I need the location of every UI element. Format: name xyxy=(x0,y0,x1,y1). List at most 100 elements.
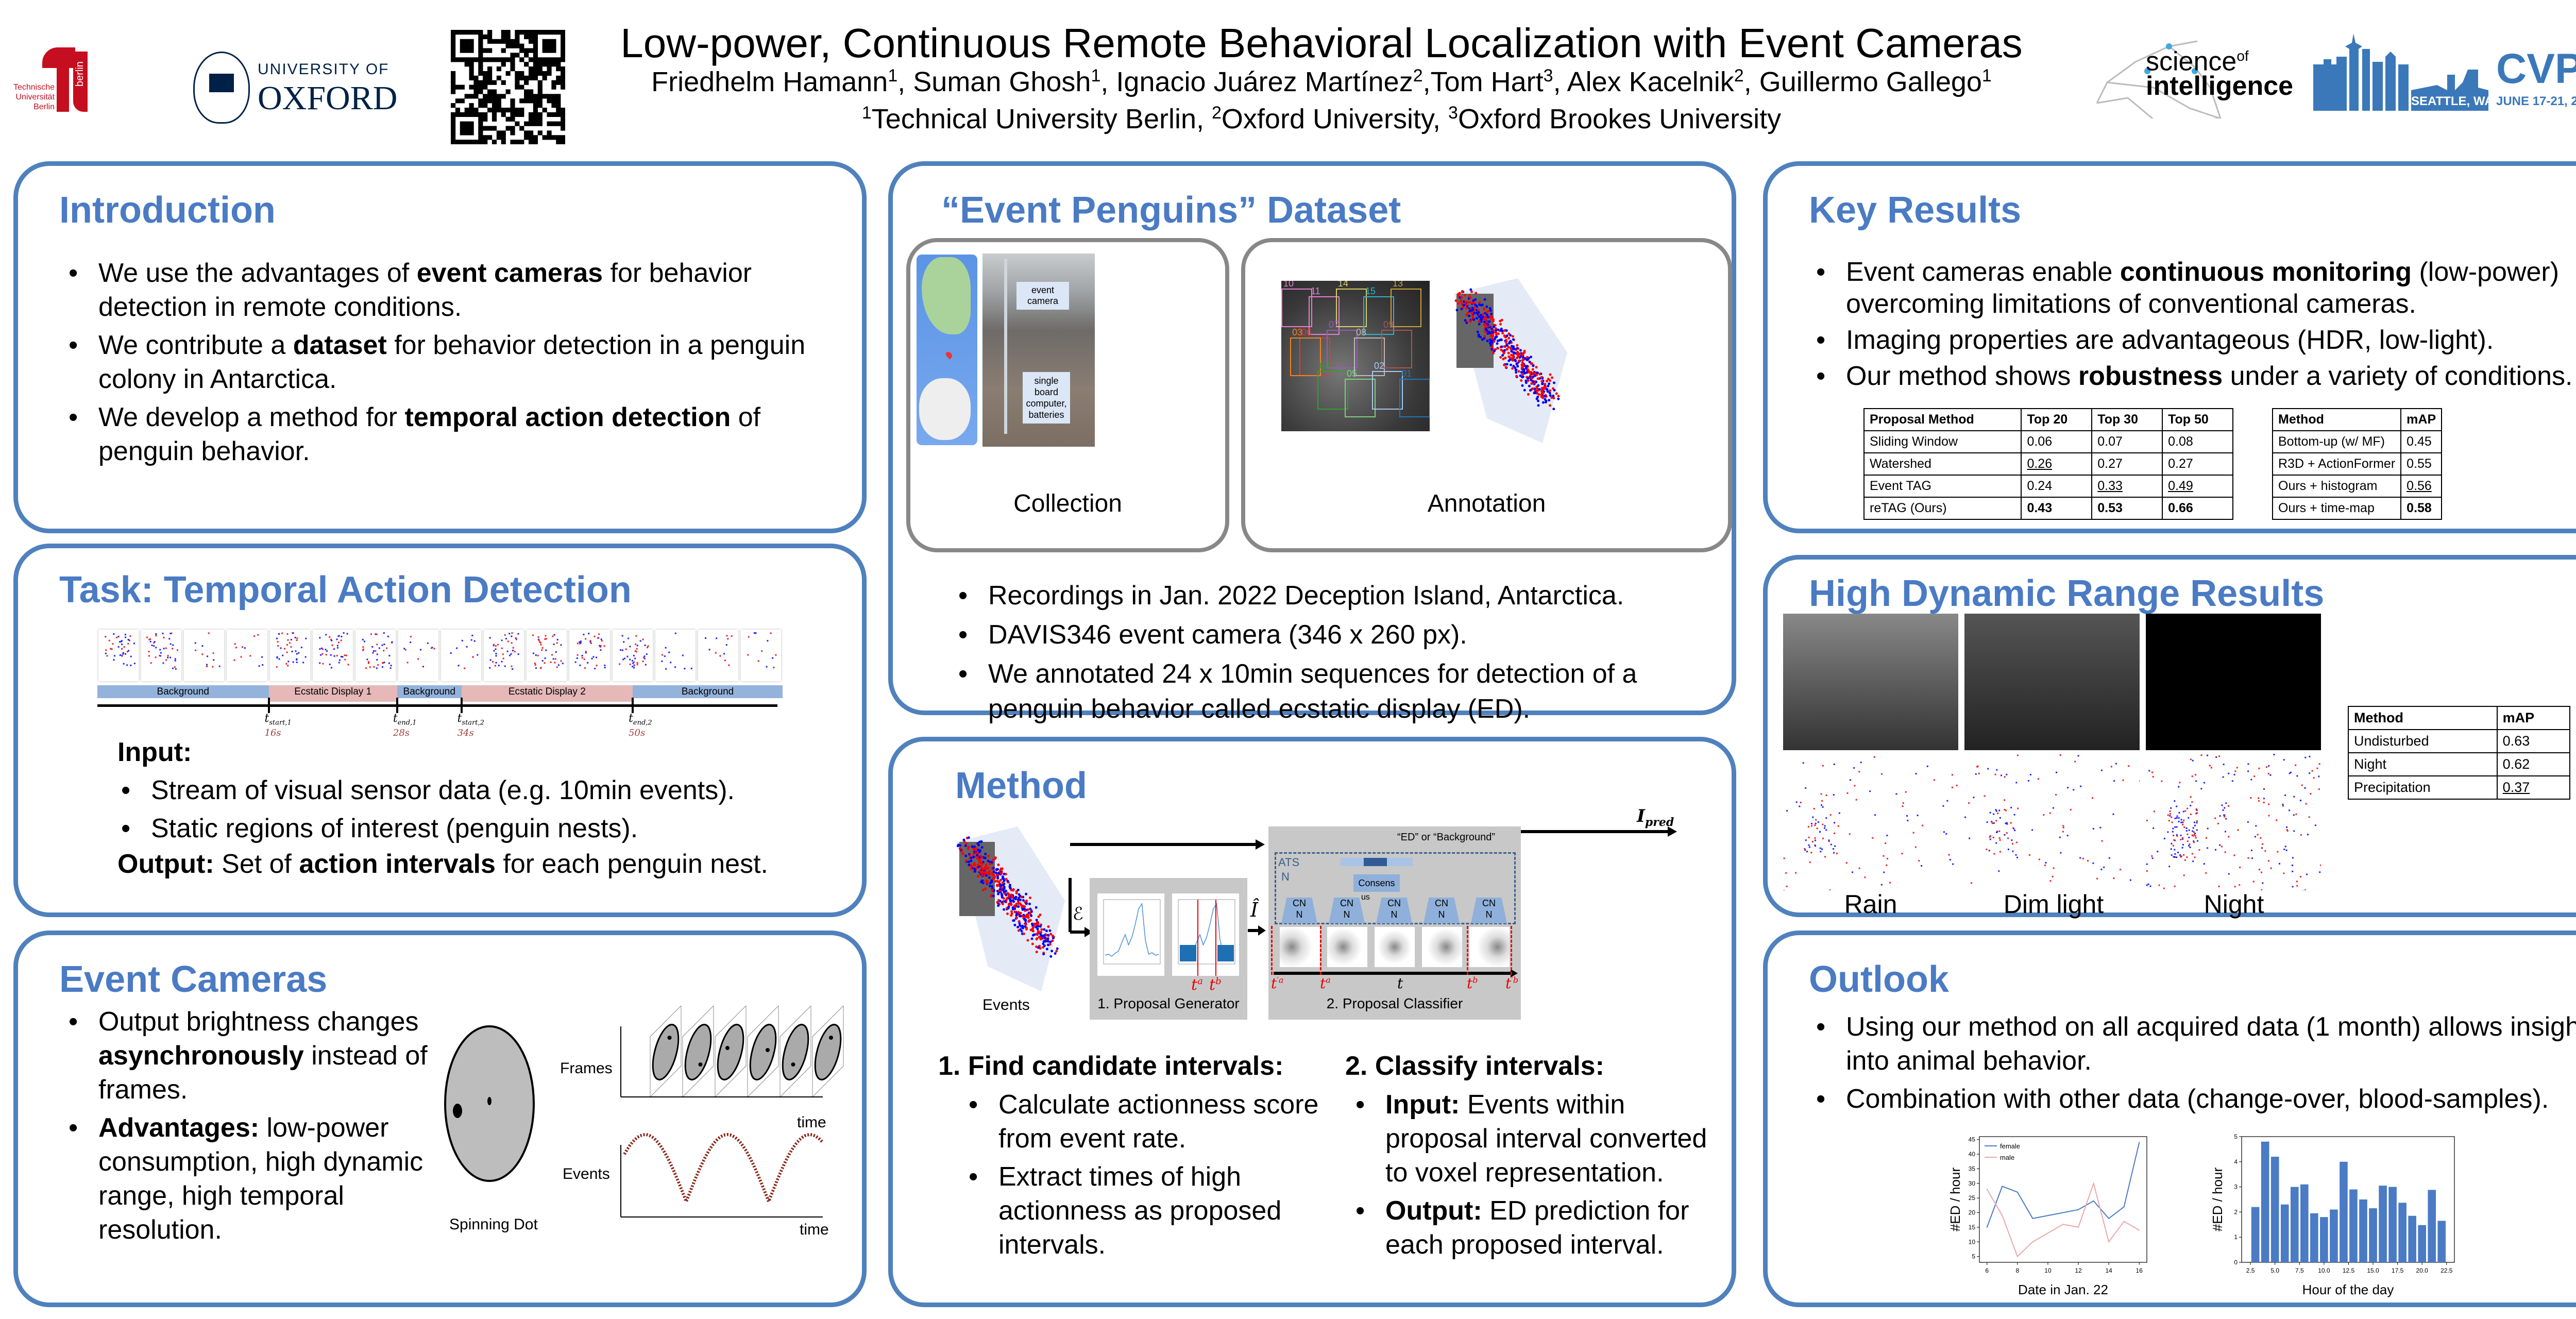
qr-module xyxy=(451,53,456,58)
qr-module xyxy=(478,126,483,131)
event-point xyxy=(1458,292,1461,295)
column-header: Top 30 xyxy=(2091,408,2163,431)
qr-module xyxy=(519,30,524,35)
event-point xyxy=(1497,332,1500,335)
qr-module xyxy=(510,112,515,117)
qr-module xyxy=(519,140,524,144)
bullet-item: Output: ED prediction for each proposed … xyxy=(1355,1194,1716,1262)
qr-module xyxy=(473,84,479,90)
qr-module xyxy=(505,30,511,35)
text: low-power consumption, high dynamic rang… xyxy=(98,1113,423,1245)
below-threshold-region xyxy=(1180,945,1196,961)
qr-module xyxy=(478,116,483,122)
qr-module xyxy=(469,126,474,131)
col1-title: 1. Find candidate intervals: xyxy=(938,1051,1284,1081)
seattle-skyline-icon xyxy=(2313,33,2488,111)
text: Events within proposal interval converte… xyxy=(1385,1090,1707,1188)
qr-module xyxy=(478,98,483,104)
event-point xyxy=(984,870,987,873)
qr-module xyxy=(519,48,524,53)
background-segment: Background xyxy=(97,685,269,698)
qr-module xyxy=(528,57,534,62)
soi-intelligence: intelligence xyxy=(2146,71,2294,102)
qr-module xyxy=(455,30,461,35)
event-point xyxy=(1536,371,1539,375)
event-point xyxy=(987,859,990,863)
qr-module xyxy=(542,71,547,76)
ecstatic-display-segment: Ecstatic Display 1 xyxy=(268,685,397,702)
bullet-item: Output brightness changes asynchronously… xyxy=(69,1005,429,1107)
qr-module xyxy=(556,30,561,35)
event-point xyxy=(1489,344,1493,347)
qr-module xyxy=(464,39,469,44)
author-affil-mark: 1 xyxy=(1981,66,1992,86)
qr-module xyxy=(561,126,565,131)
event-point xyxy=(997,904,1000,907)
event-point xyxy=(982,888,985,891)
event-point xyxy=(1501,354,1504,357)
hdr-image-grid xyxy=(1783,614,2324,892)
nest-id: 10 xyxy=(1283,281,1294,289)
qr-module xyxy=(556,140,561,144)
event-point xyxy=(1055,950,1058,953)
nest-bounding-box: 07 xyxy=(1327,319,1358,368)
qr-module xyxy=(464,107,469,113)
output-label: Output: xyxy=(117,849,214,879)
cnn-label: CN xyxy=(1340,898,1353,908)
qr-module xyxy=(464,94,469,99)
event-point xyxy=(1505,334,1509,337)
event-point xyxy=(1540,380,1544,383)
qr-module xyxy=(478,121,483,126)
event-frame-thumbnail xyxy=(227,630,267,681)
table-cell: 0.49 xyxy=(2162,475,2233,498)
bullet-item: Calculate actionness score from event ra… xyxy=(969,1088,1319,1156)
qr-module xyxy=(528,39,534,44)
time-symbol: t xyxy=(1467,975,1473,992)
event-point xyxy=(1023,907,1026,910)
qr-module xyxy=(547,130,552,136)
event-point xyxy=(972,855,975,858)
event-point xyxy=(1024,925,1027,928)
event-point xyxy=(1552,397,1555,400)
event-point xyxy=(1546,388,1549,391)
qr-code[interactable] xyxy=(451,30,565,144)
event-point xyxy=(1528,360,1531,363)
table-cell: Precipitation xyxy=(2348,775,2498,800)
event-point xyxy=(1483,323,1486,326)
qr-module xyxy=(537,84,543,90)
qr-module xyxy=(464,126,469,131)
qr-module xyxy=(556,121,561,126)
text: Using our method on all acquired data (1… xyxy=(1846,1012,2576,1076)
events-label: Events xyxy=(563,1165,610,1182)
event-point xyxy=(970,865,973,868)
qr-module xyxy=(483,94,488,99)
event-point xyxy=(995,868,998,871)
event-point xyxy=(1496,339,1499,342)
qr-module xyxy=(505,34,511,40)
event-dots xyxy=(704,635,733,666)
qr-module xyxy=(561,112,565,117)
event-point xyxy=(1044,936,1047,939)
event-point xyxy=(1035,945,1038,949)
table-row: Bottom-up (w/ MF)0.45 xyxy=(2272,430,2443,453)
qr-module xyxy=(528,98,534,104)
qr-module xyxy=(451,48,456,53)
antarctica-map xyxy=(917,255,977,445)
event-point xyxy=(1513,347,1516,350)
event-point xyxy=(964,854,968,857)
event-point xyxy=(1021,924,1024,927)
event-point xyxy=(1549,379,1552,382)
qr-module xyxy=(483,135,488,140)
qr-module xyxy=(478,89,483,94)
event-point xyxy=(1019,915,1022,918)
event-point xyxy=(1524,379,1528,382)
bar xyxy=(2359,1199,2367,1262)
table-cell: 0.06 xyxy=(2021,430,2093,453)
event-point xyxy=(1511,335,1514,338)
event-point xyxy=(1531,387,1534,390)
data-point-female xyxy=(2062,1212,2064,1213)
tu-line: Berlin xyxy=(33,103,55,111)
network-graphic xyxy=(2096,40,2222,119)
